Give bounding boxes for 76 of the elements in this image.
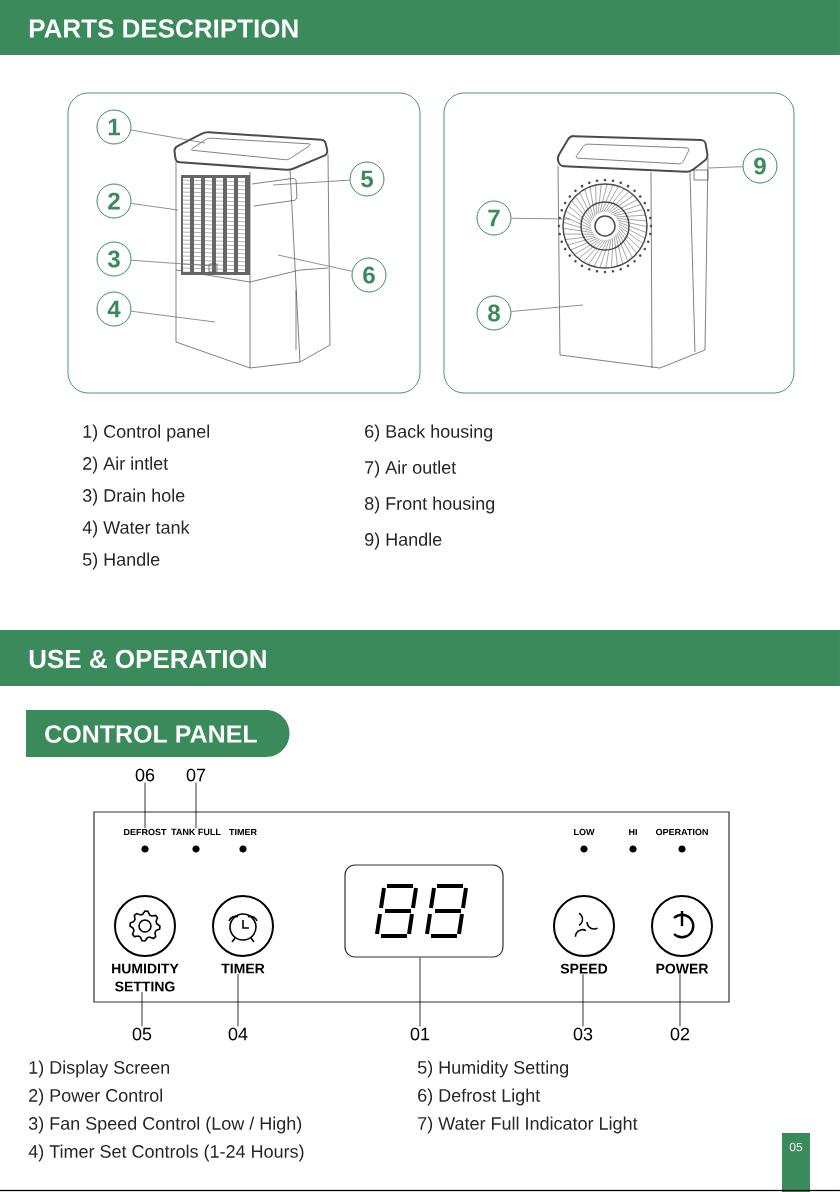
node-label: TIMER <box>221 963 265 974</box>
leader-line <box>419 957 421 1027</box>
leader-line <box>237 973 239 1027</box>
leader-line <box>195 782 197 829</box>
callout-number: 3 <box>96 241 132 277</box>
node-label: POWER <box>656 963 709 974</box>
callout-number: 04 <box>228 1027 248 1041</box>
indicator-light: OPERATION <box>655 828 708 853</box>
indicator-light: TIMER <box>229 828 257 853</box>
callout-number: 05 <box>132 1027 152 1041</box>
callout-number: 07 <box>186 768 206 782</box>
section-banner: USE & OPERATION <box>0 630 840 686</box>
callout-number: 2 <box>96 183 132 219</box>
callout-number: 4 <box>96 291 132 327</box>
control-panel-box <box>93 811 730 1003</box>
leader-line <box>130 310 216 323</box>
node-label: DEFROST <box>124 828 167 836</box>
leader-line <box>582 973 584 1027</box>
list-item: 6) Defrost Light <box>418 1088 541 1106</box>
list-item: 3) Drain hole <box>82 488 185 506</box>
list-item: 5) Humidity Setting <box>417 1060 569 1078</box>
node-label: LOW <box>574 828 595 836</box>
leader-line <box>277 254 353 272</box>
control-button: TIMER <box>212 895 274 974</box>
callout-number: 5 <box>349 161 385 197</box>
node-label: SPEED <box>560 963 608 974</box>
callout-number: 9 <box>742 148 778 184</box>
leader-line <box>130 129 206 144</box>
leader-line <box>707 166 743 169</box>
node-label: HI <box>629 828 637 836</box>
list-item: 5) Handle <box>82 552 160 570</box>
leader-line <box>511 304 584 312</box>
leader-line <box>141 991 143 1027</box>
callout-number: 7 <box>476 200 512 236</box>
list-item: 8) Front housing <box>365 496 495 514</box>
indicator-light: LOW <box>574 828 595 853</box>
list-item: 1) Display Screen <box>29 1060 170 1078</box>
leader-line <box>144 782 146 829</box>
callout-number: 03 <box>573 1027 593 1041</box>
node-label: TIMER <box>229 828 257 836</box>
list-item: 2) Air intlet <box>83 456 169 474</box>
callout-number: 1 <box>96 109 132 145</box>
list-item: 7) Water Full Indicator Light <box>418 1116 638 1134</box>
node-label: HUMIDITY SETTING <box>112 963 179 992</box>
picture-frame <box>67 92 421 394</box>
display-screen <box>344 864 504 958</box>
node-label: TANK FULL <box>171 828 221 836</box>
callout-number: 8 <box>476 295 512 331</box>
indicator-light: DEFROST <box>124 828 167 853</box>
callout-number: 06 <box>135 768 155 782</box>
page-number: 05 <box>782 1133 810 1192</box>
control-button: SPEED <box>553 895 615 974</box>
list-item: 6) Back housing <box>365 424 493 442</box>
control-button: POWER <box>651 895 713 974</box>
list-item: 3) Fan Speed Control (Low / High) <box>28 1116 302 1134</box>
section-tab: CONTROL PANEL <box>26 710 290 757</box>
node-label: OPERATION <box>655 828 708 836</box>
indicator-light: TANK FULL <box>171 828 221 853</box>
callout-number: 02 <box>670 1027 690 1041</box>
callout-number: 01 <box>410 1027 430 1041</box>
leader-line <box>679 973 681 1027</box>
callout-number: 6 <box>351 257 387 293</box>
list-item: 9) Handle <box>365 532 442 550</box>
list-item: 1) Control panel <box>83 424 210 442</box>
list-item: 4) Timer Set Controls (1-24 Hours) <box>28 1144 304 1162</box>
leader-line <box>130 203 179 211</box>
section-banner: PARTS DESCRIPTION <box>0 0 840 55</box>
leader-line <box>131 259 214 267</box>
leader-line <box>272 179 350 186</box>
list-item: 4) Water tank <box>82 520 190 538</box>
list-item: 2) Power Control <box>29 1088 162 1106</box>
list-item: 7) Air outlet <box>365 460 457 478</box>
control-button: HUMIDITY SETTING <box>112 895 179 992</box>
leader-line <box>511 217 571 220</box>
indicator-light: HI <box>629 828 637 853</box>
picture-frame <box>443 92 795 394</box>
